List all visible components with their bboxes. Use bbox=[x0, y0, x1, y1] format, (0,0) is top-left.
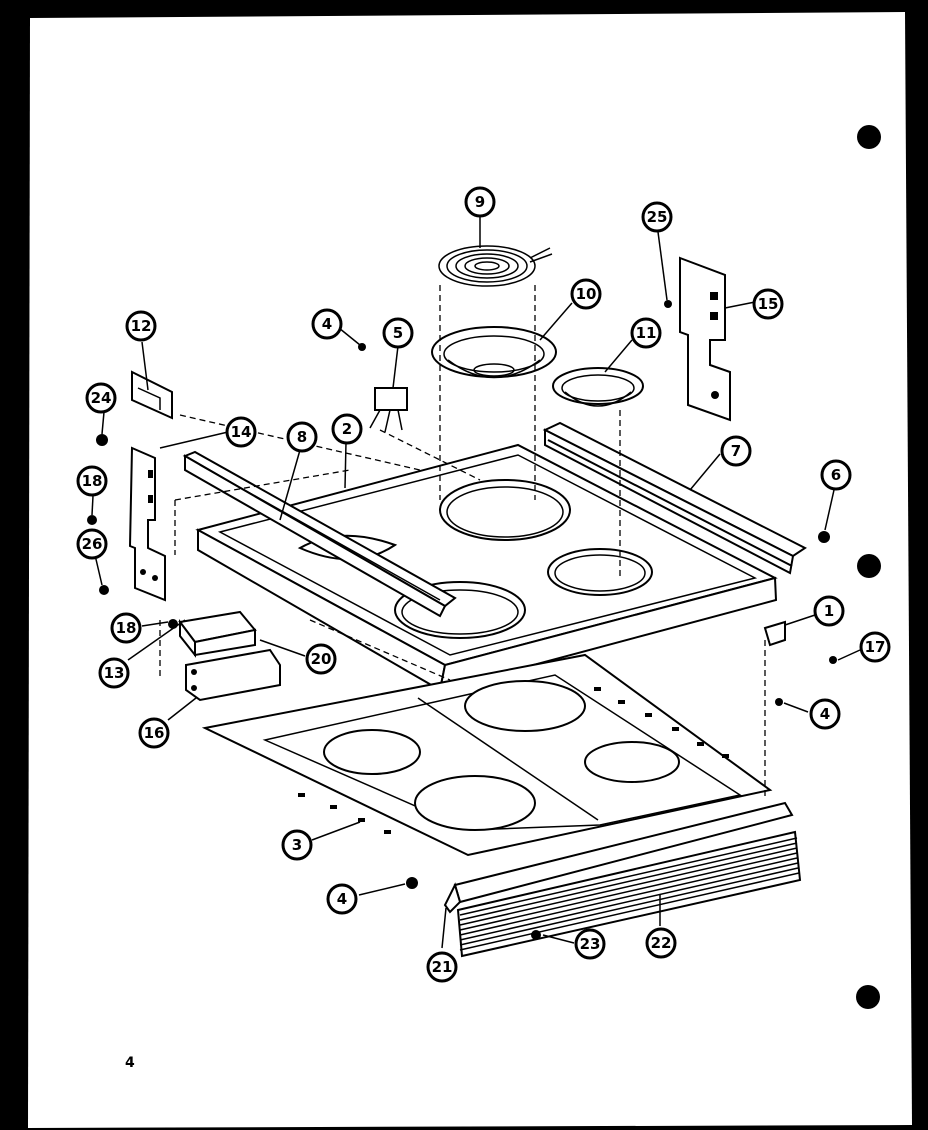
callout-14: 14 bbox=[225, 416, 257, 448]
svg-text:2: 2 bbox=[342, 420, 352, 438]
svg-text:26: 26 bbox=[82, 535, 103, 553]
svg-text:16: 16 bbox=[144, 724, 165, 742]
callout-8: 8 bbox=[286, 421, 318, 453]
svg-text:12: 12 bbox=[131, 317, 152, 335]
callout-16: 16 bbox=[138, 717, 170, 749]
svg-text:22: 22 bbox=[651, 934, 672, 952]
page-number: 4 bbox=[125, 1055, 135, 1071]
cooktop-main-top bbox=[195, 443, 778, 692]
svg-text:1: 1 bbox=[824, 602, 834, 620]
svg-text:18: 18 bbox=[116, 619, 137, 637]
terminal-block-20 bbox=[178, 610, 257, 658]
callout-11: 11 bbox=[630, 317, 662, 349]
callout-4-bottom: 4 bbox=[326, 883, 358, 915]
svg-text:23: 23 bbox=[580, 935, 601, 953]
svg-text:25: 25 bbox=[647, 208, 668, 226]
svg-text:10: 10 bbox=[576, 285, 597, 303]
trim-rail-left bbox=[182, 450, 457, 618]
svg-text:18: 18 bbox=[82, 472, 103, 490]
callout-13: 13 bbox=[98, 657, 130, 689]
callout-1: 1 bbox=[813, 595, 845, 627]
drip-pan-large bbox=[431, 326, 557, 379]
surface-element bbox=[438, 245, 553, 287]
svg-text:14: 14 bbox=[231, 423, 252, 441]
screws bbox=[87, 300, 837, 940]
rear-rail bbox=[542, 421, 807, 575]
svg-text:20: 20 bbox=[311, 650, 332, 668]
svg-text:13: 13 bbox=[104, 664, 125, 682]
bottom-pan bbox=[201, 653, 773, 857]
callout-23: 23 bbox=[574, 928, 606, 960]
callout-12: 12 bbox=[125, 310, 157, 342]
callout-4-top: 4 bbox=[311, 308, 343, 340]
svg-text:17: 17 bbox=[865, 638, 886, 656]
callout-22: 22 bbox=[645, 927, 677, 959]
terminal-block bbox=[369, 387, 408, 433]
callout-26: 26 bbox=[76, 528, 108, 560]
svg-text:5: 5 bbox=[393, 324, 403, 342]
callout-20: 20 bbox=[305, 643, 337, 675]
svg-text:8: 8 bbox=[297, 428, 307, 446]
callout-4-right: 4 bbox=[809, 698, 841, 730]
callout-21: 21 bbox=[426, 951, 458, 983]
callout-15: 15 bbox=[752, 288, 784, 320]
binder-hole-middle bbox=[857, 554, 881, 578]
callout-24: 24 bbox=[85, 382, 117, 414]
front-trim bbox=[443, 801, 794, 914]
callout-18-upper: 18 bbox=[76, 465, 108, 497]
drip-pan-small bbox=[552, 367, 644, 407]
callout-25: 25 bbox=[641, 201, 673, 233]
bracket-1 bbox=[763, 620, 786, 647]
callout-2: 2 bbox=[331, 413, 363, 445]
svg-text:3: 3 bbox=[292, 836, 302, 854]
callout-5: 5 bbox=[382, 317, 414, 349]
side-bracket-left bbox=[128, 446, 166, 602]
svg-text:7: 7 bbox=[731, 442, 741, 460]
callout-7: 7 bbox=[720, 435, 752, 467]
callout-18-lower: 18 bbox=[110, 612, 142, 644]
svg-text:11: 11 bbox=[636, 324, 657, 342]
bracket-16 bbox=[185, 648, 281, 702]
svg-text:4: 4 bbox=[322, 315, 332, 333]
callout-10: 10 bbox=[570, 278, 602, 310]
leader-lines bbox=[91, 216, 861, 949]
front-grille bbox=[456, 830, 802, 958]
svg-text:9: 9 bbox=[475, 193, 485, 211]
svg-text:4: 4 bbox=[820, 705, 830, 723]
callout-3: 3 bbox=[281, 829, 313, 861]
binder-hole-top bbox=[857, 125, 881, 149]
svg-text:15: 15 bbox=[758, 295, 779, 313]
bracket-12 bbox=[131, 370, 173, 420]
svg-text:21: 21 bbox=[432, 958, 453, 976]
callout-6: 6 bbox=[820, 459, 852, 491]
svg-text:24: 24 bbox=[91, 389, 112, 407]
bracket-right bbox=[679, 256, 731, 422]
callout-9: 9 bbox=[464, 186, 496, 218]
binder-hole-bottom bbox=[856, 985, 880, 1009]
callout-17: 17 bbox=[859, 631, 891, 663]
svg-text:6: 6 bbox=[831, 466, 841, 484]
svg-text:4: 4 bbox=[337, 890, 347, 908]
